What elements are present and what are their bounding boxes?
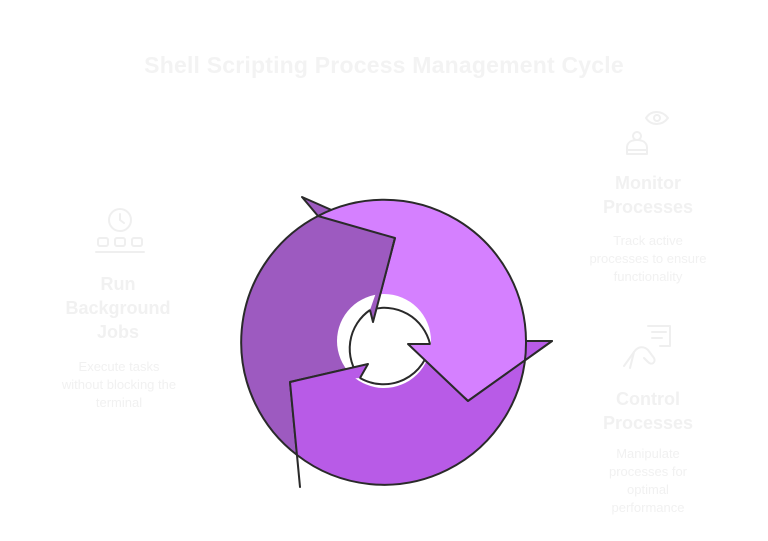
control-hand-icon — [623, 325, 671, 369]
diagram-title: Shell Scripting Process Management Cycle — [144, 52, 624, 78]
stage-desc-monitor: Track active processes to ensure functio… — [589, 233, 707, 284]
stage-title-monitor: Monitor Processes — [602, 173, 694, 217]
monitor-eye-icon — [626, 111, 669, 155]
stage-desc-run: Execute tasks without blocking the termi… — [61, 359, 177, 410]
background-jobs-icon — [95, 208, 145, 253]
stage-desc-control: Manipulate processes for optimal perform… — [608, 446, 688, 515]
stage-title-control: Control Processes — [602, 389, 694, 433]
stage-title-run: Run Background Jobs — [65, 274, 171, 342]
